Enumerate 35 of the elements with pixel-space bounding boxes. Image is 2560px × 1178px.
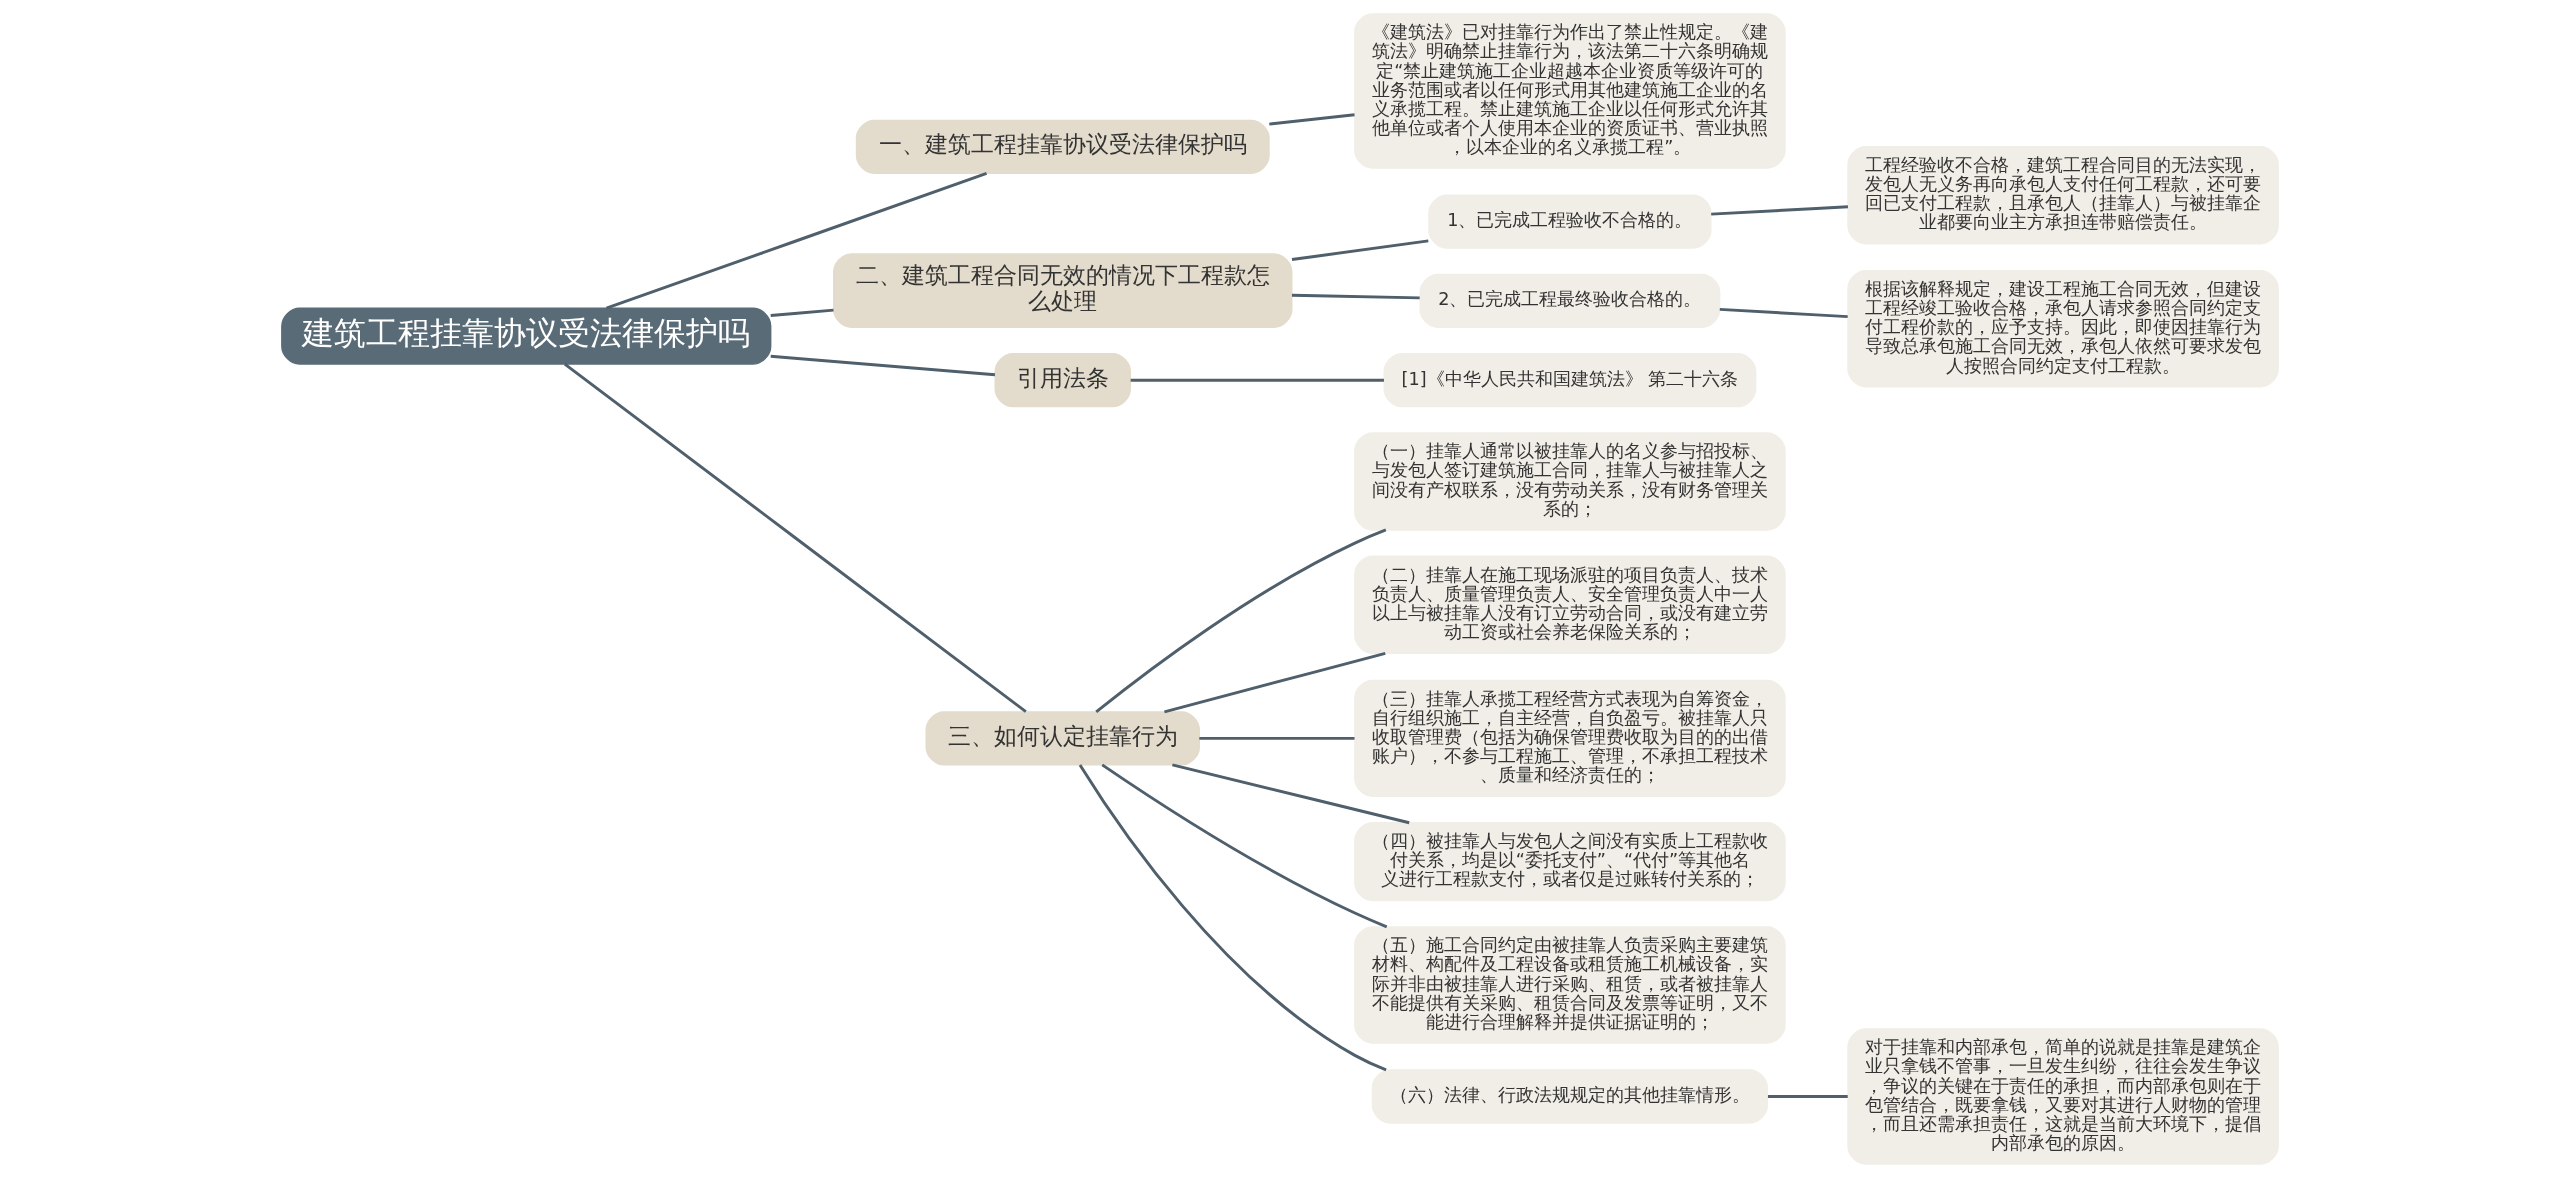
node-box: 建筑工程挂靠协议受法律保护吗 xyxy=(281,307,772,365)
node-box: 根据该解释规定，建设工程施工合同无效，但建设工程经竣工验收合格，承包人请求参照合同约定支付工程价款的，应予支持。因此，即使因挂靠行为导致总承包施工合同无效，承包人依然可要求发包人按照合同约定支付工程款。 xyxy=(1847,270,2279,388)
connector xyxy=(770,308,834,317)
node-box: [1]《中华人民共和国建筑法》 第二十六条 xyxy=(1383,353,1757,408)
node-box: 三、如何认定挂靠行为 xyxy=(925,711,1200,766)
node-box: （五）施工合同约定由被挂靠人负责采购主要建筑材料、构配件及工程设备或租赁施工机械设备，实际并非由被挂靠人进行采购、租赁，或者被挂靠人不能提供有关采购、租赁合同及发票等证明，又不能进行合理解释并提供证据证明的； xyxy=(1354,926,1786,1044)
connector xyxy=(1711,205,1848,216)
node-box: 《建筑法》已对挂靠行为作出了禁止性规定。《建筑法》明确禁止挂靠行为，该法第二十六条明确规定“禁止建筑施工企业超越本企业资质等级许可的业务范围或者以任何形式用其他建筑施工企业的名义承揽工程。禁止建筑施工企业以任何形式允许其他单位或者个人使用本企业的资质证书、营业执照，以本企业的名义承揽工程”。 xyxy=(1354,13,1786,169)
node-box: 一、建筑工程挂靠协议受法律保护吗 xyxy=(855,119,1270,174)
connector xyxy=(1291,239,1429,261)
connector xyxy=(1719,307,1848,319)
node-box: （四）被挂靠人与发包人之间没有实质上工程款收付关系，均是以“委托支付”、“代付”等其他名义进行工程款支付，或者仅是过账转付关系的； xyxy=(1354,822,1786,902)
node-box: 1、已完成工程验收不合格的。 xyxy=(1428,194,1712,249)
node-box: 工程经验收不合格，建筑工程合同目的无法实现，发包人无义务再向承包人支付任何工程款，还可要回已支付工程款，且承包人（挂靠人）与被挂靠企业都要向业主方承担连带赔偿责任。 xyxy=(1847,146,2279,245)
connector xyxy=(1291,293,1420,300)
node-box: 引用法条 xyxy=(994,353,1131,408)
connector xyxy=(1078,764,1387,1072)
connector xyxy=(1172,763,1410,825)
connector xyxy=(1767,1095,1848,1098)
connector xyxy=(1130,378,1384,382)
connector xyxy=(770,354,996,377)
node-box: 二、建筑工程合同无效的情况下工程款怎么处理 xyxy=(833,253,1293,329)
node-box: （一）挂靠人通常以被挂靠人的名义参与招投标、与发包人签订建筑施工合同，挂靠人与被挂靠人之间没有产权联系，没有劳动关系，没有财务管理关系的； xyxy=(1354,432,1786,531)
node-box: （二）挂靠人在施工现场派驻的项目负责人、技术负责人、质量管理负责人、安全管理负责人中一人以上与被挂靠人没有订立劳动合同，或没有建立劳动工资或社会养老保险关系的； xyxy=(1354,555,1786,654)
connector xyxy=(1199,736,1355,740)
connector xyxy=(605,171,988,310)
node-box: （六）法律、行政法规规定的其他挂靠情形。 xyxy=(1371,1069,1769,1124)
connector xyxy=(1101,763,1388,929)
connector xyxy=(1095,528,1387,714)
connector xyxy=(563,362,1027,713)
connector xyxy=(1269,113,1355,126)
connector xyxy=(1164,651,1386,714)
node-box: 对于挂靠和内部承包，简单的说就是挂靠是建筑企业只拿钱不管事，一旦发生纠纷，往往会发生争议，争议的关键在于责任的承担，而内部承包则在于包管结合，既要拿钱，又要对其进行人财物的管理，而且还需承担责任，这就是当前大环境下，提倡内部承包的原因。 xyxy=(1847,1028,2279,1165)
node-box: 2、已完成工程最终验收合格的。 xyxy=(1419,273,1721,329)
node-box: （三）挂靠人承揽工程经营方式表现为自筹资金，自行组织施工，自主经营，自负盈亏。被挂靠人只收取管理费（包括为确保管理费收取为目的的出借账户），不参与工程施工、管理，不承担工程技术、质量和经济责任的； xyxy=(1354,679,1786,798)
